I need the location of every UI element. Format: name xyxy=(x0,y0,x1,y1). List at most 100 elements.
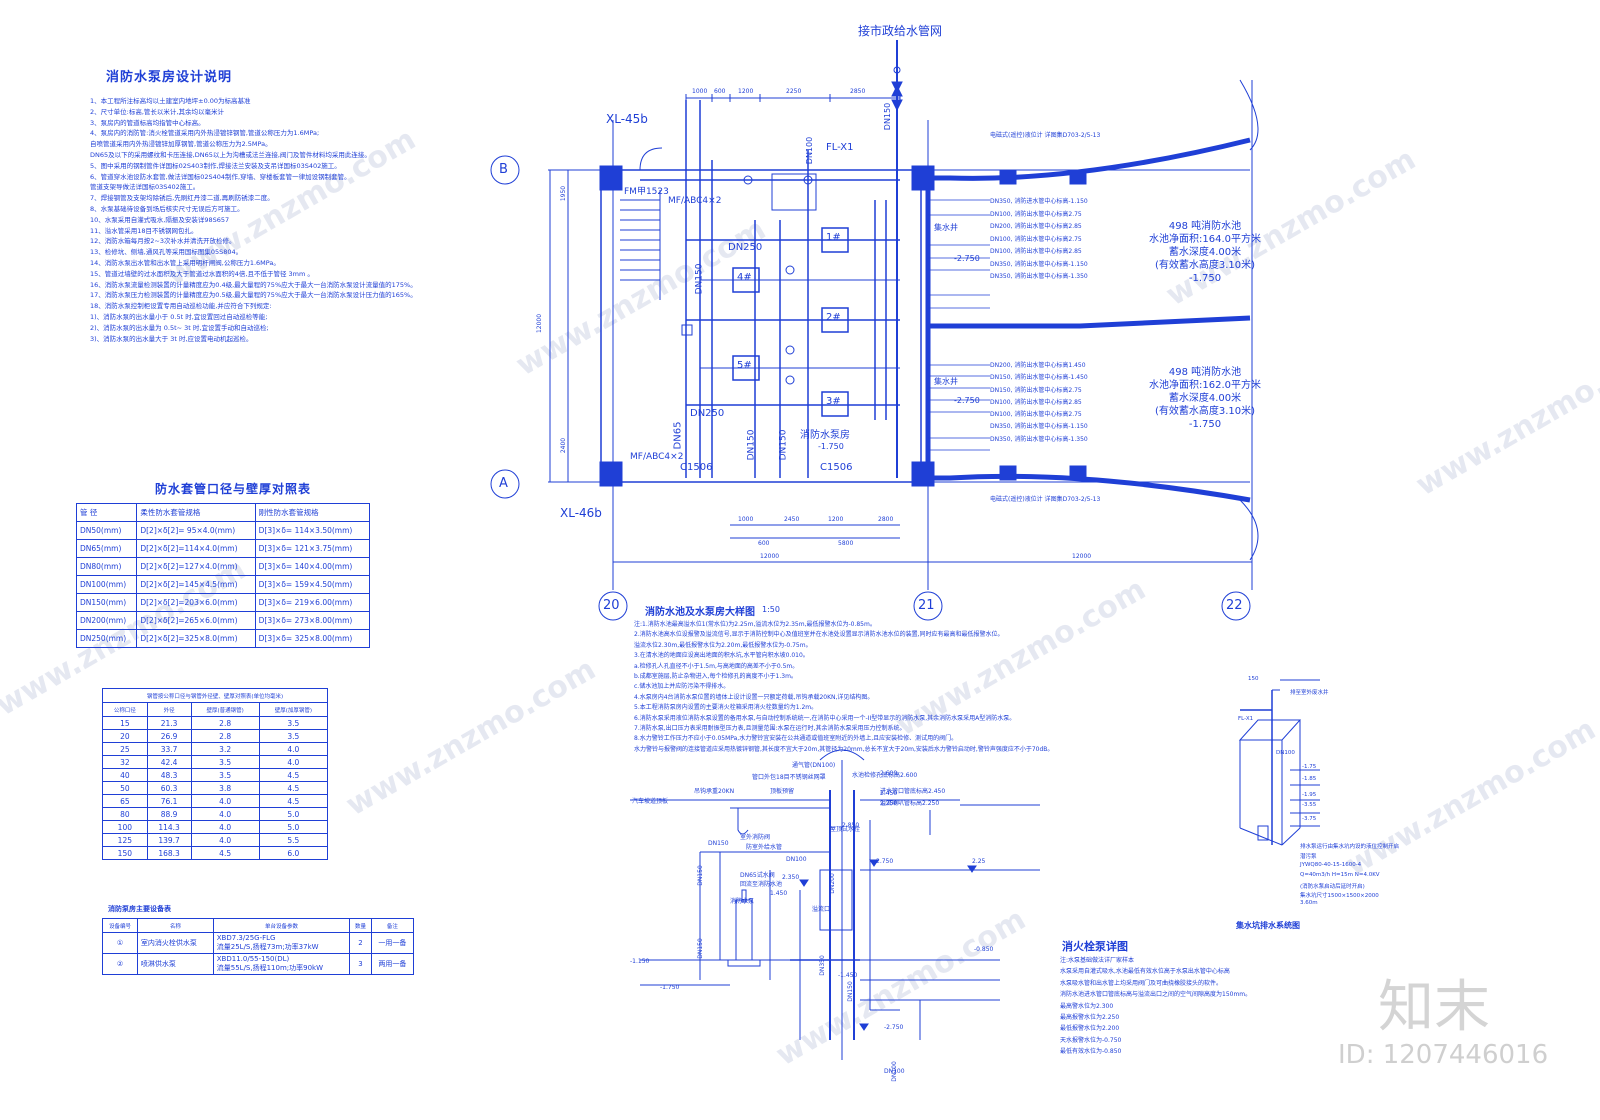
plan-label: DN100 xyxy=(805,136,815,165)
design-note-line: 自喷管道采用内外热浸镀锌加厚钢管,管道公称压力为2.5MPa。 xyxy=(90,140,272,149)
section-label: -1.750 xyxy=(660,984,680,991)
table-row: DN150(mm)D[2]×δ[2]=203×6.0(mm)D[3]×δ= 21… xyxy=(75,593,371,612)
design-note-line: 3、泵房内的管道标高均指管中心标高。 xyxy=(90,118,205,127)
table-cell: D[3]×δ= 325×8.00(mm) xyxy=(254,629,371,648)
section-label: DN65试水阀 xyxy=(740,872,775,879)
section-note-line: 消防水池进水管口管底标高与溢流出口之间的空气间隙高度为150mm。 xyxy=(1060,991,1252,999)
design-note-line: 8、水泵基础待设备到场后核实尺寸无误后方可施工。 xyxy=(90,204,244,213)
pool-wall-top xyxy=(928,137,1251,181)
sump-label: Q=40m3/h H=15m N=4.0KV xyxy=(1300,872,1380,878)
column xyxy=(599,165,623,191)
plan-label: DN250 xyxy=(690,408,725,419)
plan-label: DN250 xyxy=(728,242,763,253)
section-label: DN200 xyxy=(828,873,836,894)
table-cell: XBD11.0/55-150(DL)流量55L/S,扬程110m;功率90kW xyxy=(212,953,351,975)
design-note-line: 1、本工程所注标高均以土建室内地坪±0.00为标高基准 xyxy=(90,97,251,105)
table-row: DN100(mm)D[2]×δ[2]=145×4.5(mm)D[3]×δ= 15… xyxy=(75,575,371,594)
sump-title: 集水坑排水系统图 xyxy=(1236,921,1300,930)
pool-info-line: -1.750 xyxy=(1188,419,1222,430)
pump-label-2: 2# xyxy=(826,312,841,323)
column xyxy=(599,461,623,487)
section-note-line: 最高警水位为2.300 xyxy=(1060,1002,1114,1010)
design-note-line: 12、消防水箱每月按2~3次补水并清洗开放检修。 xyxy=(90,237,236,246)
section-note-line: 最高报警水位为2.250 xyxy=(1060,1014,1120,1022)
plan-label: MF/ABC4×2 xyxy=(630,452,684,462)
dim-bottom: 600 xyxy=(758,540,770,547)
dim-top: 600 xyxy=(714,88,726,95)
design-note-line: 2、尺寸单位:标高,管长以米计,其余均以毫米计 xyxy=(90,107,224,116)
section-label: 2.250 xyxy=(880,800,898,807)
pipe-note-line: DN150, 消防出水管中心标高-1.450 xyxy=(990,374,1088,382)
section-label: 顶板预留 xyxy=(770,788,795,795)
sump-label: 排至室外废水井 xyxy=(1290,690,1329,696)
section-label: -1.450 xyxy=(838,972,858,979)
section-label: DN100 xyxy=(786,856,807,863)
section-label: 吊钩承重20KN xyxy=(694,788,735,795)
pool-info-line: 498 吨消防水池 xyxy=(1168,221,1242,232)
plan-label: DN150 xyxy=(778,429,789,461)
pump-label-3: 3# xyxy=(826,396,841,407)
table-cell: 150 xyxy=(102,846,148,860)
water-meter-box xyxy=(771,173,817,211)
section-label: DN150 xyxy=(708,840,729,847)
section-title: 消火栓泵详图 xyxy=(1062,940,1128,953)
section-label: 2.25 xyxy=(972,858,986,865)
table-cell: DN250(mm) xyxy=(75,629,138,648)
brand-id: ID: 1207446016 xyxy=(1338,1040,1549,1070)
pump-label-5: 5# xyxy=(737,360,752,371)
dim-12000: 12000 xyxy=(760,553,780,560)
pipe-note-line: DN350, 消防出水管中心标高-1.150 xyxy=(990,260,1088,268)
section-label: 水池检修孔底标高2.600 xyxy=(852,772,918,779)
detail-note-line: a.检修孔人孔直径不小于1.5m,与高地面的高差不小于0.5m。 xyxy=(634,662,799,670)
table-row: DN50(mm)D[2]×δ[2]= 95×4.0(mm)D[3]×δ= 114… xyxy=(75,521,371,540)
pool-info-line: 水池净面积:162.0平方米 xyxy=(1149,380,1261,391)
sump-label: -3.55 xyxy=(1302,802,1317,808)
design-note-line: 6、管道穿水池设防水套管,做法详国标02S404制作,穿墙、穿楼板套管一律加设钢… xyxy=(90,172,351,181)
table-cell: 两用一备 xyxy=(370,953,415,975)
table-row: DN250(mm)D[2]×δ[2]=325×8.0(mm)D[3]×δ= 32… xyxy=(75,629,371,648)
table3-title: 消防泵房主要设备表 xyxy=(108,905,171,913)
pump-5 xyxy=(732,355,760,381)
pipe-note-line: DN350, 消防出水管中心标高-1.350 xyxy=(990,273,1088,280)
pool-info-line: 蓄水深度4.00米 xyxy=(1168,247,1242,258)
design-note-line: 16、消防水泵流量检测装置的计量精度应为0.4级,最大量程的75%应大于最大一台… xyxy=(90,280,417,289)
pipe-note-line: DN100, 消防出水管中心标高2.75 xyxy=(990,411,1082,419)
room-level: -1.750 xyxy=(818,442,844,451)
column xyxy=(911,461,935,487)
sump-label: 潜污泵 xyxy=(1300,854,1317,860)
dim-top: 1000 xyxy=(692,88,708,95)
pool-info-line: 水池净面积:164.0平方米 xyxy=(1149,234,1261,245)
dim-top: 2250 xyxy=(786,88,802,95)
section-label: -2.750 xyxy=(884,1024,904,1031)
plan-label: MF/ABC4×2 xyxy=(668,196,722,206)
dim-bottom: 1200 xyxy=(828,516,844,523)
detail-note-line: 5.本工程消防泵房内设置的主要消火栓箱采用消火栓数量约为1.2m。 xyxy=(634,704,818,712)
plan-label: C1506 xyxy=(680,462,713,473)
design-note-line: 17、消防水泵压力检测装置的计量精度应为0.5级,最大量程的75%应大于最大一台… xyxy=(90,291,417,300)
plan-label: DN150 xyxy=(883,102,893,131)
detail-note-line: 溢流水位2.30m,最低报警水位为2.20m,最低报警水位为-0.75m。 xyxy=(634,641,812,649)
dim-bottom: 2450 xyxy=(784,516,800,523)
axis-bubble-b xyxy=(490,155,520,185)
sump-drawing xyxy=(1238,679,1320,846)
pump-room-outline xyxy=(600,169,922,483)
brand-logo: 知末 xyxy=(1378,975,1490,1040)
axis-bubble-a xyxy=(490,469,520,499)
design-notes-title: 消防水泵房设计说明 xyxy=(106,70,233,85)
sump-label: 3.60m xyxy=(1300,900,1318,906)
section-note-line: 天水报警水位为-0.750 xyxy=(1060,1036,1122,1044)
detail-note-line: 6.消防水泵采用液位消防水泵设置的备用水泵,与自动控制系统统一,在消防中心采用一… xyxy=(634,714,1016,722)
section-label: 屋顶试水栓 xyxy=(830,826,861,833)
pipe-note-line: DN100, 消防出水管中心标高2.85 xyxy=(990,398,1082,406)
section-label: 进水管口管底标高2.450 xyxy=(880,788,946,795)
axis-bubble-22 xyxy=(1221,591,1251,621)
section-label: 回流至消防水池 xyxy=(740,881,783,888)
section-label: 2.450 xyxy=(880,790,898,797)
sump-label: JYWQ80-40-15-1600-4 xyxy=(1300,862,1362,868)
dim-bottom: 5800 xyxy=(838,540,854,547)
